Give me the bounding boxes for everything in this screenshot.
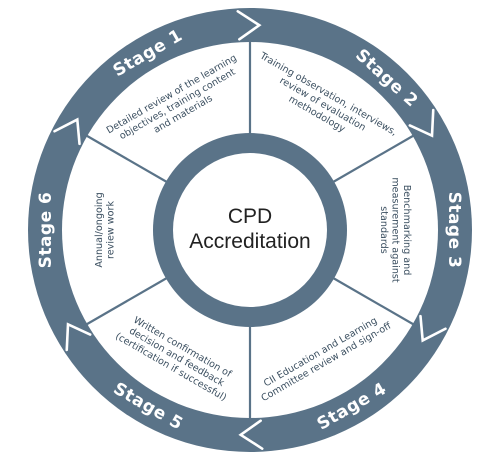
stage-label-3: Stage 3 [444,192,464,269]
chevron-right-icon [408,108,435,138]
ring-chevrons [53,10,447,450]
segment-divider [84,134,171,185]
chevron-right-icon [65,322,92,352]
stage-description-3: Benchmarking andmeasurement againststand… [378,177,412,283]
chevron-right-icon [236,10,262,41]
segment-divider [329,134,416,185]
description-line: Benchmarking and [401,185,412,276]
description-line: Annual/ongoing [94,192,105,267]
segment-dividers [84,40,416,420]
stage-label-6: Stage 6 [36,192,56,269]
description-line: review work [105,201,116,259]
chevron-right-icon [53,117,81,146]
center-title-line2: Accreditation [189,230,310,253]
center-hub [173,153,327,307]
description-line: measurement against [390,177,401,283]
center-title-line1: CPD [228,205,272,228]
description-line: standards [378,206,389,254]
stage-description-6: Annual/ongoingreview work [94,192,117,267]
chevron-right-icon [238,419,264,450]
segment-divider [329,275,416,326]
chevron-right-icon [419,314,447,343]
segment-divider [84,275,171,326]
